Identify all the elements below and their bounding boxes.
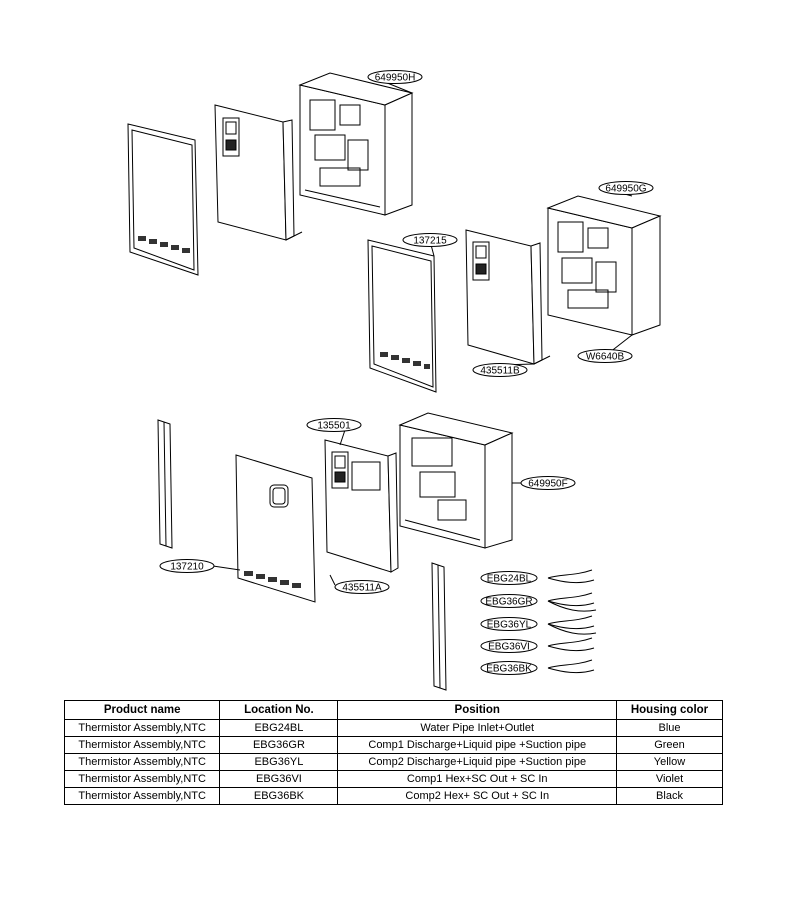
svg-text:649950G: 649950G [605,184,646,195]
svg-text:649950H: 649950H [375,73,416,84]
cell-position: Comp2 Hex+ SC Out + SC In [337,787,617,805]
svg-text:EBG36VI: EBG36VI [488,642,530,653]
front-door-panel [235,454,316,603]
callout-649950F: 649950F [520,476,576,490]
callout-135501: 135501 [306,418,362,432]
cell-housing-color: Yellow [616,753,723,771]
control-box-1 [298,72,414,216]
callout-137210: 137210 [159,559,215,573]
callout-137215: 137215 [402,233,458,247]
callout-EBG36BK: EBG36BK [480,661,538,675]
cell-product-name: Thermistor Assembly,NTC [63,719,221,737]
cell-position: Comp1 Hex+SC Out + SC In [337,770,617,788]
cell-product-name: Thermistor Assembly,NTC [63,753,221,771]
control-box-2 [546,195,662,336]
front-cover-panel-1 [127,123,199,276]
svg-text:137215: 137215 [413,236,447,247]
thermistor-harnesses [547,569,597,674]
svg-text:435511A: 435511A [342,583,382,594]
header-housing-color: Housing color [616,700,723,720]
table-header-row: Product name Location No. Position Housi… [63,700,723,720]
svg-text:W6640B: W6640B [586,352,625,363]
control-panel-1 [214,104,303,241]
svg-text:135501: 135501 [317,421,351,432]
svg-text:435511B: 435511B [480,366,520,377]
table-row: Thermistor Assembly,NTC EBG24BL Water Pi… [63,719,723,737]
exploded-parts-diagram: 649950H 649950G 137215 435511B W6640B 13… [127,70,662,691]
cell-housing-color: Black [616,787,723,805]
svg-text:EBG36YL: EBG36YL [487,620,532,631]
callout-649950H: 649950H [367,70,423,84]
callout-435511B: 435511B [472,363,528,377]
cell-product-name: Thermistor Assembly,NTC [63,770,221,788]
cell-housing-color: Green [616,736,723,754]
svg-text:EBG36GR: EBG36GR [485,597,532,608]
cell-location-no: EBG24BL [219,719,339,737]
cell-position: Water Pipe Inlet+Outlet [337,719,617,737]
cell-housing-color: Blue [616,719,723,737]
callout-435511A: 435511A [334,580,390,594]
side-rail-right [431,562,447,691]
side-rail-left [157,419,173,549]
thermistor-parts-table: Product name Location No. Position Housi… [63,700,723,805]
callout-EBG36YL: EBG36YL [480,617,538,631]
table-row: Thermistor Assembly,NTC EBG36VI Comp1 He… [63,770,723,788]
svg-text:137210: 137210 [170,562,204,573]
cell-location-no: EBG36BK [219,787,339,805]
callout-649950G: 649950G [598,181,654,195]
table-row: Thermistor Assembly,NTC EBG36GR Comp1 Di… [63,736,723,754]
svg-text:EBG36BK: EBG36BK [486,664,532,675]
cell-housing-color: Violet [616,770,723,788]
callout-W6640B: W6640B [577,349,633,363]
control-panel-3 [324,439,399,573]
cell-position: Comp1 Discharge+Liquid pipe +Suction pip… [337,736,617,754]
callout-EBG36VI: EBG36VI [480,639,538,653]
svg-text:649950F: 649950F [528,479,567,490]
header-product-name: Product name [63,700,221,720]
cell-product-name: Thermistor Assembly,NTC [63,787,221,805]
svg-text:EBG24BL: EBG24BL [487,574,532,585]
table-row: Thermistor Assembly,NTC EBG36BK Comp2 He… [63,787,723,805]
cell-position: Comp2 Discharge+Liquid pipe +Suction pip… [337,753,617,771]
callout-EBG24BL: EBG24BL [480,571,538,585]
callout-EBG36GR: EBG36GR [480,594,538,608]
cell-location-no: EBG36GR [219,736,339,754]
front-cover-panel-2 [367,239,437,393]
cell-location-no: EBG36VI [219,770,339,788]
cell-location-no: EBG36YL [219,753,339,771]
cell-product-name: Thermistor Assembly,NTC [63,736,221,754]
control-panel-2 [465,229,551,365]
header-location-no: Location No. [219,700,339,720]
callouts: 649950H 649950G 137215 435511B W6640B 13… [159,70,654,675]
table-row: Thermistor Assembly,NTC EBG36YL Comp2 Di… [63,753,723,771]
control-box-3 [398,412,514,549]
header-position: Position [337,700,617,720]
